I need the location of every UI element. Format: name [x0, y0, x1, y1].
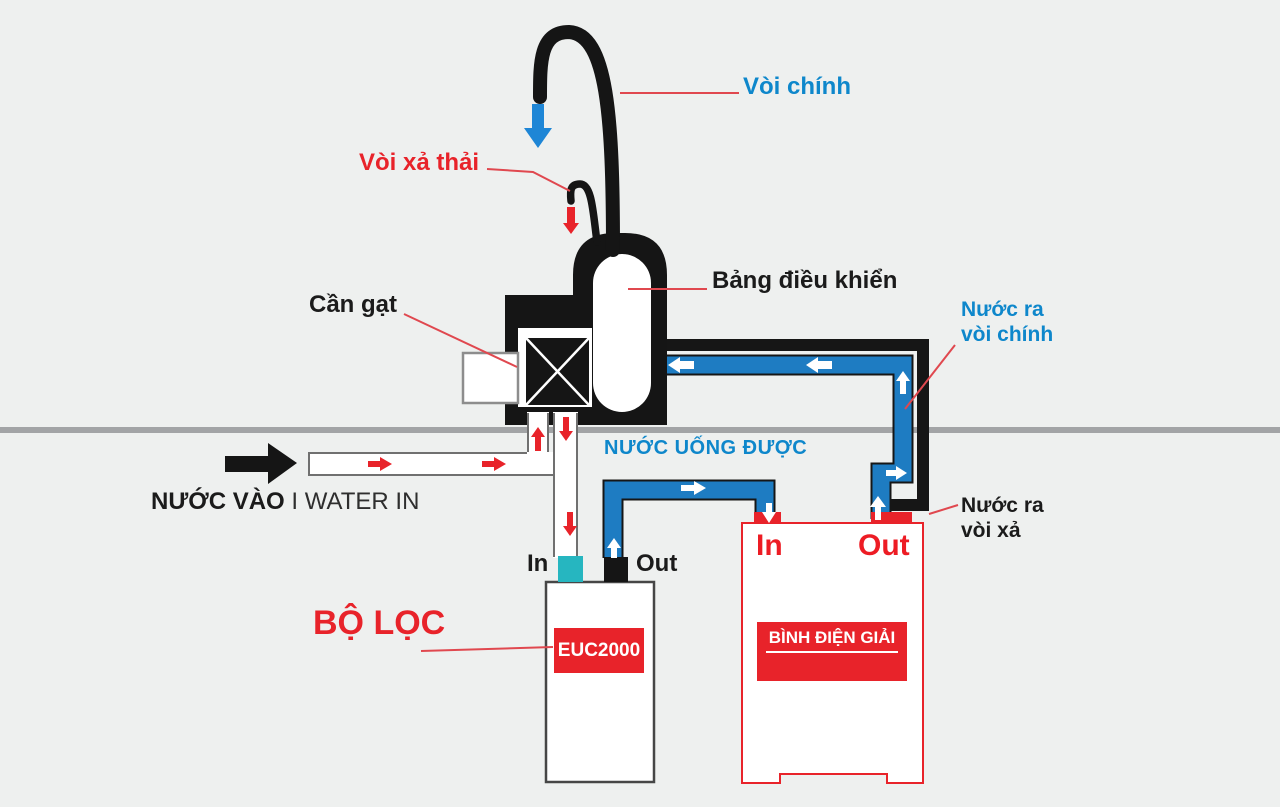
red-right-arrow-icon [482, 457, 506, 471]
leader-water-out-waste [928, 504, 959, 515]
water-out-main-label: Nước ra vòi chính [961, 297, 1053, 347]
filter-box [544, 580, 656, 784]
tank-badge-divider [766, 651, 898, 653]
valve-x-line [525, 337, 590, 406]
red-right-arrow-icon [368, 457, 392, 471]
red-down-arrow-icon [563, 512, 577, 536]
red-down-arrow-icon [559, 417, 573, 441]
control-panel-label: Bảng điều khiển [712, 267, 898, 294]
tank-name-text: BÌNH ĐIỆN GIẢI [768, 628, 896, 647]
main-faucet-spout [533, 24, 620, 257]
filter-out-connector [604, 557, 628, 582]
counter-divider [0, 427, 1280, 433]
waste-faucet-flow-arrow-icon [563, 207, 579, 234]
water-out-waste-line2: vòi xả [961, 519, 1021, 542]
water-out-main-line2: vòi chính [961, 323, 1054, 346]
white-right-arrow-icon [681, 481, 706, 495]
waste-water-pipe [661, 339, 929, 511]
waste-faucet-label: Vòi xả thải [359, 149, 480, 176]
white-up-arrow-icon [607, 538, 621, 558]
main-faucet-flow-arrow-icon [524, 104, 552, 148]
filter-in-connector [558, 556, 583, 582]
tank-name-badge: BÌNH ĐIỆN GIẢI [757, 622, 907, 681]
lever-label: Cần gạt [309, 291, 398, 318]
leader-filter [420, 646, 554, 652]
lever-handle [461, 351, 520, 405]
drinkable-water-label: NƯỚC UỐNG ĐƯỢC [604, 437, 808, 459]
white-left-arrow-icon [806, 357, 832, 373]
filter-model-text: EUC2000 [557, 639, 641, 661]
tank-in-label: In [756, 529, 783, 562]
leader-lines [403, 92, 959, 652]
white-pipe-edges [308, 413, 578, 557]
main-faucet-label: Vòi chính [743, 73, 851, 100]
water-in-arrow-icon [225, 443, 297, 484]
water-in-label-secondary: I WATER IN [291, 488, 420, 515]
white-up-arrow-icon [896, 371, 910, 394]
water-in-label: NƯỚC VÀO I WATER IN [151, 489, 419, 514]
pipe-flow-arrows [607, 357, 910, 558]
filter-out-label: Out [636, 550, 678, 577]
filter-model-badge: EUC2000 [554, 628, 644, 673]
waste-faucet-spout [566, 180, 601, 246]
filter-title-label: BỘ LỌC [313, 604, 446, 642]
white-down-arrow-icon [762, 503, 776, 523]
leader-water-out-main [904, 344, 956, 410]
tank-out-label: Out [858, 529, 910, 562]
water-in-label-primary: NƯỚC VÀO [151, 488, 285, 515]
control-panel-capsule [593, 254, 651, 412]
leader-lever [403, 313, 518, 368]
water-out-main-line1: Nước ra [961, 298, 1044, 321]
red-up-arrow-icon [531, 427, 545, 451]
tank-out-connector [871, 512, 912, 524]
water-out-waste-line1: Nước ra [961, 494, 1044, 517]
leader-waste-faucet [486, 168, 571, 192]
water-in-pipe [308, 452, 553, 476]
white-right-arrow-icon [886, 466, 907, 480]
filter-in-label: In [527, 550, 549, 577]
inlet-flow-arrows [368, 417, 577, 536]
white-up-arrow-icon [870, 496, 886, 520]
water-out-waste-label: Nước ra vòi xả [961, 493, 1044, 543]
white-left-arrow-icon [668, 357, 694, 373]
